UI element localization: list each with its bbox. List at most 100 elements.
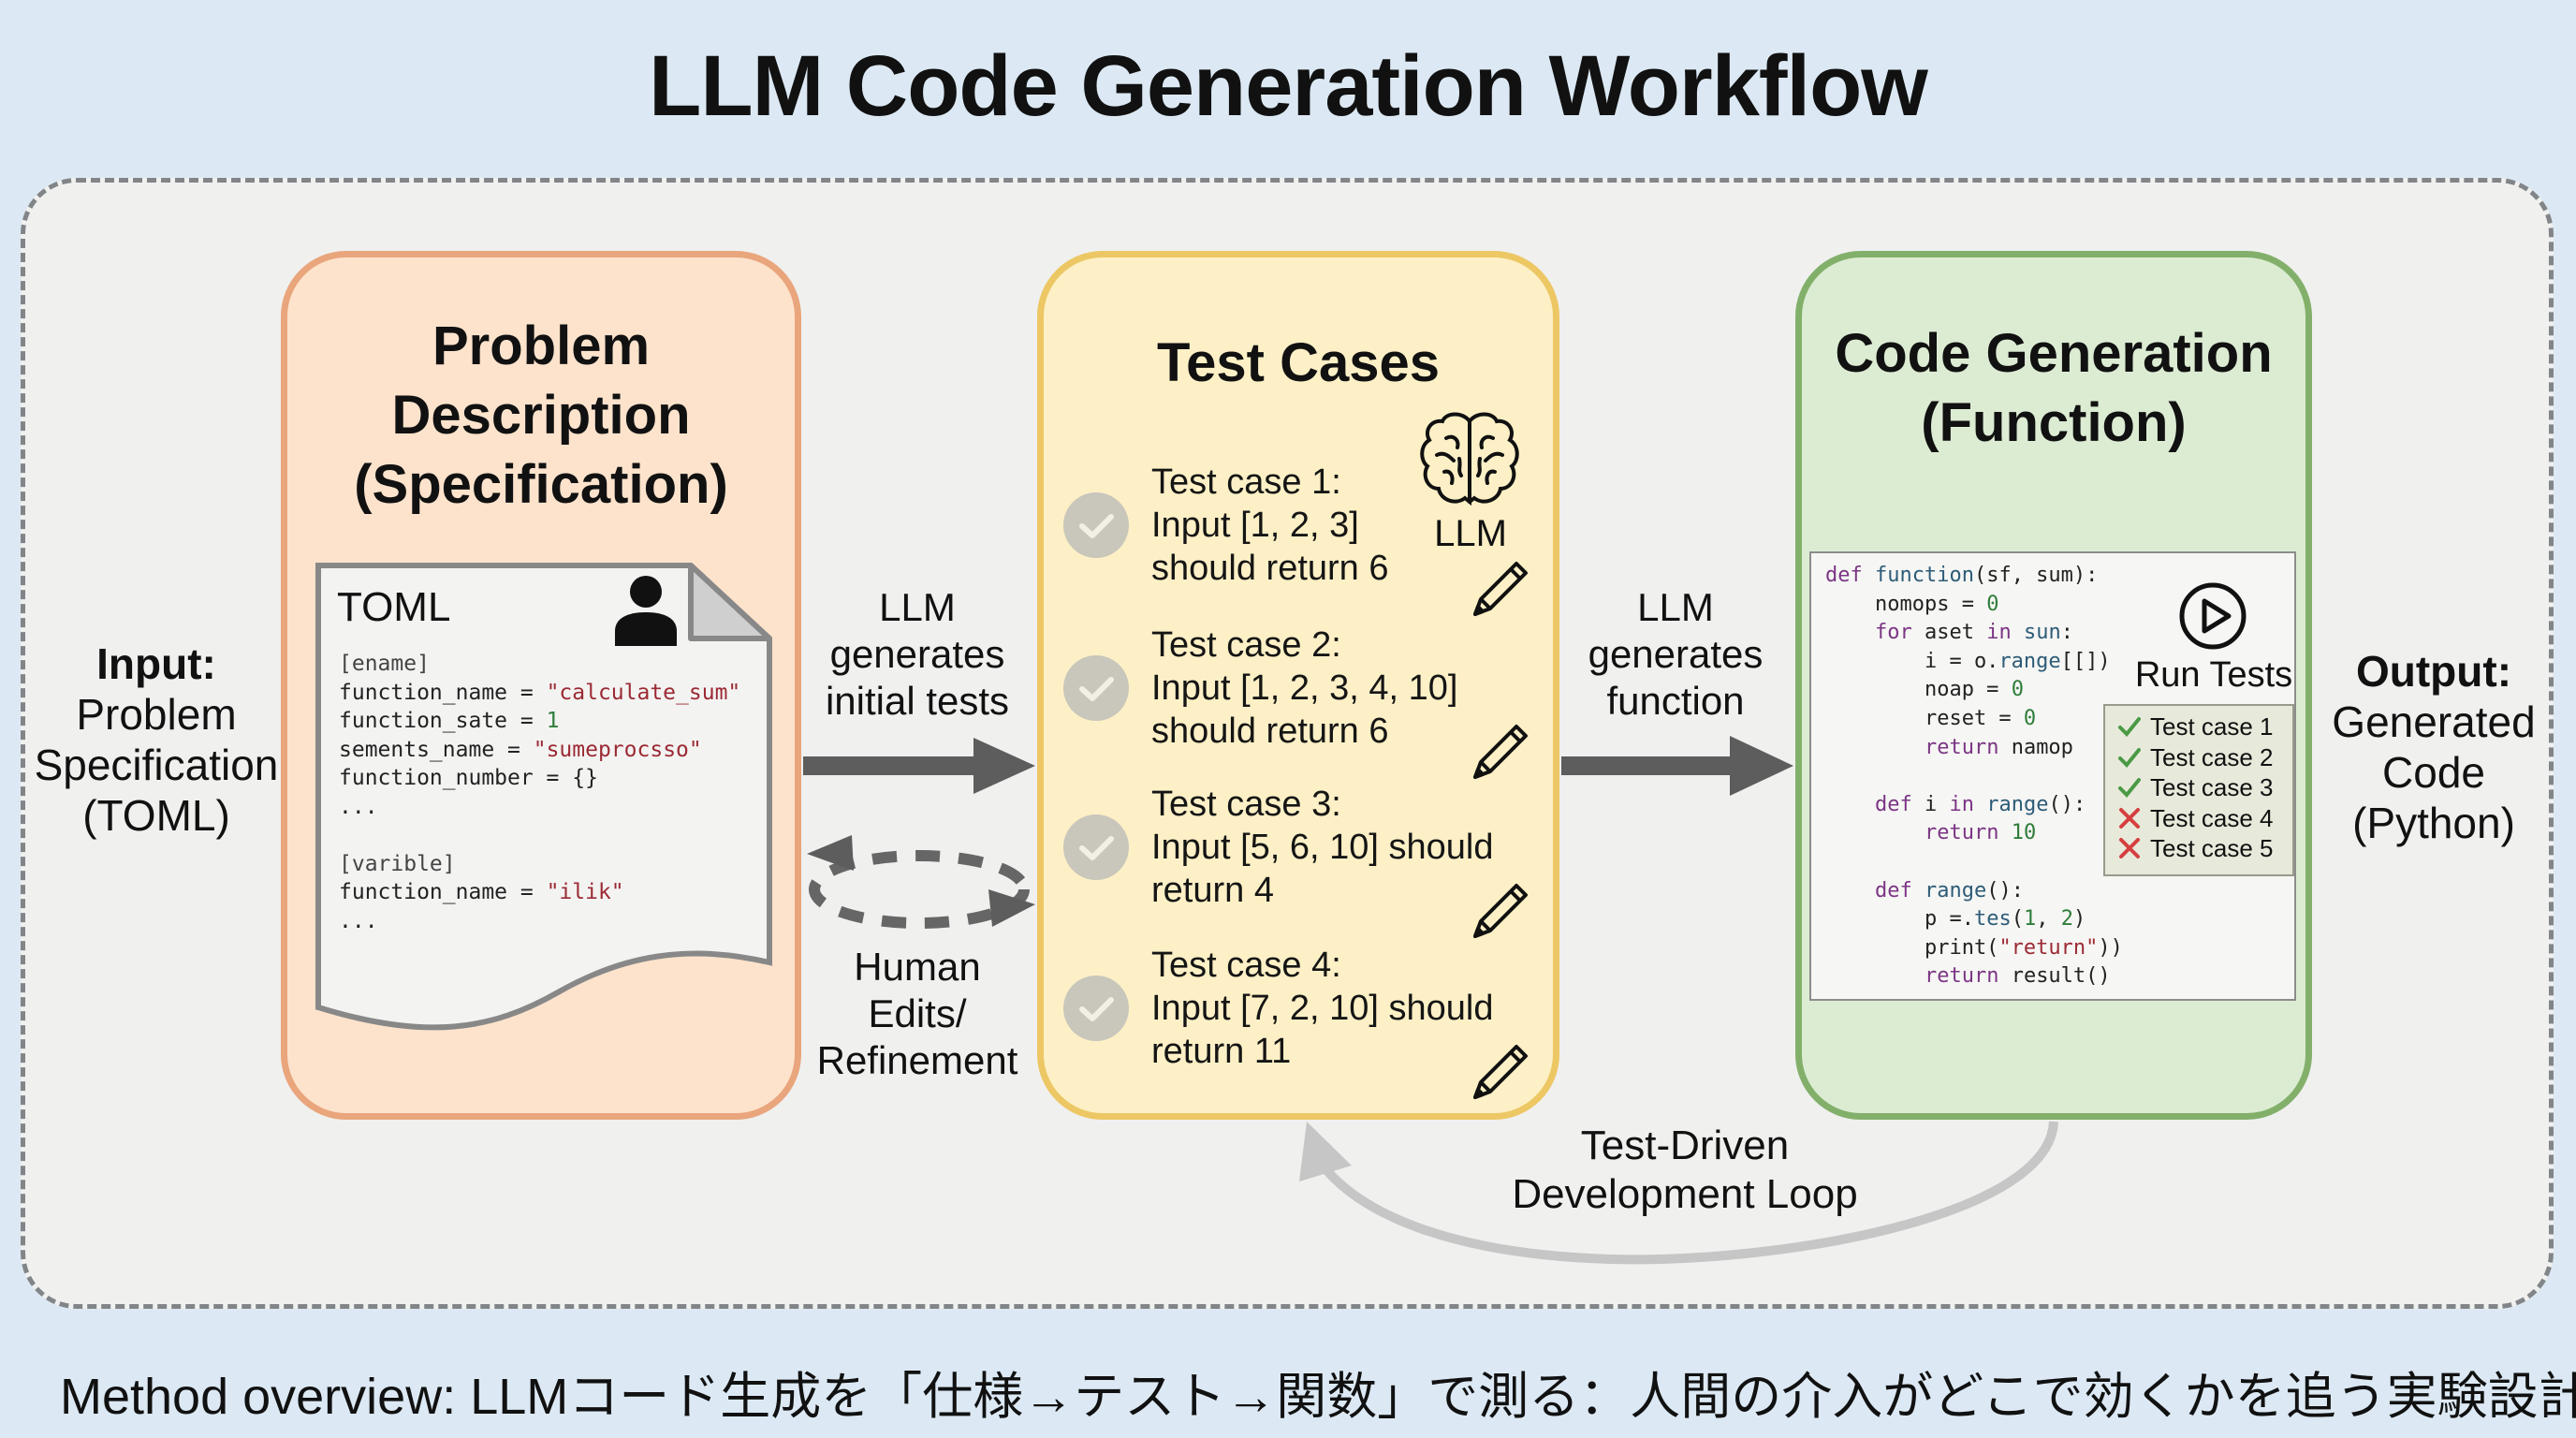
toml-code: [ename]function_name = "calculate_sum"fu… — [339, 650, 740, 935]
code-line: return namop — [1825, 734, 2123, 763]
code-token: )) — [2098, 935, 2123, 960]
test-result-label: Test case 4 — [2150, 803, 2274, 832]
llm-generates-function-label: LLM generates function — [1563, 584, 1788, 725]
test-result-row: Test case 1 — [2116, 712, 2292, 742]
brain-icon — [1420, 412, 1519, 506]
code-token: namop — [1998, 735, 2073, 759]
code-token: 1 — [546, 709, 560, 733]
code-token: range — [1986, 792, 2049, 816]
code-token: range — [1998, 649, 2061, 673]
code-token: sun — [2023, 621, 2061, 645]
code-token: sements_name = — [339, 737, 534, 762]
test-case-line: Test case 1: — [1151, 462, 1341, 502]
code-line: sements_name = "sumeprocsso" — [339, 736, 740, 765]
output-line: Generated — [2332, 697, 2536, 746]
output-line: Code — [2382, 748, 2485, 797]
code-line: i = o.range[[]) — [1825, 648, 2123, 677]
run-tests-button[interactable]: Run Tests — [2134, 655, 2293, 695]
play-icon[interactable] — [2177, 580, 2248, 652]
code-token: ( — [2011, 907, 2024, 932]
code-token: 0 — [2011, 678, 2024, 702]
code-line: [ename] — [339, 650, 740, 679]
problem-box-title: Problem Description (Specification) — [287, 312, 795, 520]
label-line: Development Loop — [1512, 1171, 1858, 1217]
test-case-item: Test case 2:Input [1, 2, 3, 4, 10]should… — [1151, 624, 1457, 753]
code-token: p =. — [1825, 907, 1974, 932]
code-token: , — [2036, 907, 2061, 932]
pencil-edit-icon[interactable] — [1470, 880, 1531, 942]
input-line: Problem — [76, 690, 237, 739]
llm-label: LLM — [1434, 513, 1507, 554]
code-line: print("return")) — [1825, 934, 2123, 963]
code-line: ... — [339, 907, 740, 936]
code-box-title: Code Generation (Function) — [1802, 319, 2305, 458]
code-token — [1912, 879, 1925, 902]
code-line: return 10 — [1825, 819, 2123, 848]
title-line: Description — [391, 385, 691, 446]
method-overview-caption: Method overview: LLMコード生成を「仕様→テスト→関数」で測る… — [60, 1369, 2576, 1425]
code-token: function_number = {} — [339, 766, 598, 790]
code-line: ... — [339, 793, 740, 822]
code-token — [1825, 821, 1925, 844]
label-line: Refinement — [816, 1038, 1018, 1082]
code-token: in — [1949, 792, 1974, 816]
test-result-row: Test case 5 — [2116, 833, 2292, 864]
test-result-row: Test case 2 — [2116, 742, 2292, 773]
label-line: generates — [829, 632, 1005, 676]
code-token — [1825, 621, 1875, 644]
pencil-edit-icon[interactable] — [1470, 1041, 1531, 1103]
code-line: ​ — [339, 821, 740, 850]
test-case-line: should return 6 — [1151, 712, 1389, 751]
code-token: def — [1825, 564, 1875, 587]
code-token: ) — [2072, 907, 2086, 932]
code-token: nomops = — [1825, 592, 1987, 616]
title-line: (Function) — [1921, 392, 2187, 453]
pencil-edit-icon[interactable] — [1470, 721, 1531, 783]
check-icon — [1063, 492, 1129, 558]
test-case-line: Test case 4: — [1151, 946, 1341, 985]
input-line: (TOML) — [82, 791, 230, 840]
code-token: in — [1986, 621, 2012, 645]
code-token: [varible] — [339, 851, 456, 876]
code-line: function_name = "ilik" — [339, 878, 740, 907]
output-line: (Python) — [2352, 799, 2515, 847]
code-token: : — [2060, 621, 2073, 645]
code-token: result() — [1998, 964, 2111, 989]
code-token: for — [1874, 621, 1912, 645]
code-token: return — [1924, 821, 1999, 845]
test-case-line: Input [7, 2, 10] should — [1151, 989, 1494, 1028]
code-token: tes — [1973, 907, 2012, 932]
code-token: print( — [1825, 935, 1999, 960]
diagram-title: LLM Code Generation Workflow — [649, 38, 1928, 134]
code-line: def function(sf, sum): — [1825, 562, 2123, 591]
code-token — [1825, 736, 1925, 759]
test-case-line: Test case 2: — [1151, 625, 1341, 665]
code-token: 2 — [2060, 907, 2073, 932]
label-line: LLM — [1637, 585, 1714, 629]
code-token: function_name = — [339, 680, 547, 705]
code-token: def — [1874, 792, 1912, 816]
cross-icon — [2119, 838, 2140, 859]
test-case-line: return 4 — [1151, 871, 1274, 910]
input-line: Specification — [34, 741, 279, 789]
label-line: Edits/ — [868, 991, 967, 1035]
tdd-loop-label: Test-Driven Development Loop — [1404, 1122, 1966, 1219]
code-line: p =.tes(1, 2) — [1825, 905, 2123, 934]
test-result-label: Test case 2 — [2150, 742, 2274, 771]
pencil-edit-icon[interactable] — [1470, 558, 1531, 620]
human-edits-label: Human Edits/ Refinement — [805, 944, 1030, 1084]
code-token: function_name = — [339, 880, 547, 904]
output-label: Output: Generated Code (Python) — [2321, 646, 2546, 848]
code-token: ... — [339, 794, 378, 819]
test-case-line: Test case 3: — [1151, 785, 1341, 824]
code-line: function_sate = 1 — [339, 707, 740, 736]
code-token: [[]) — [2060, 649, 2111, 673]
code-line: function_name = "calculate_sum" — [339, 679, 740, 708]
label-line: initial tests — [825, 679, 1010, 723]
test-case-line: should return 6 — [1151, 549, 1389, 588]
toml-document-icon — [315, 563, 772, 1031]
code-token: def — [1874, 878, 1912, 902]
code-line: noap = 0 — [1825, 676, 2123, 705]
